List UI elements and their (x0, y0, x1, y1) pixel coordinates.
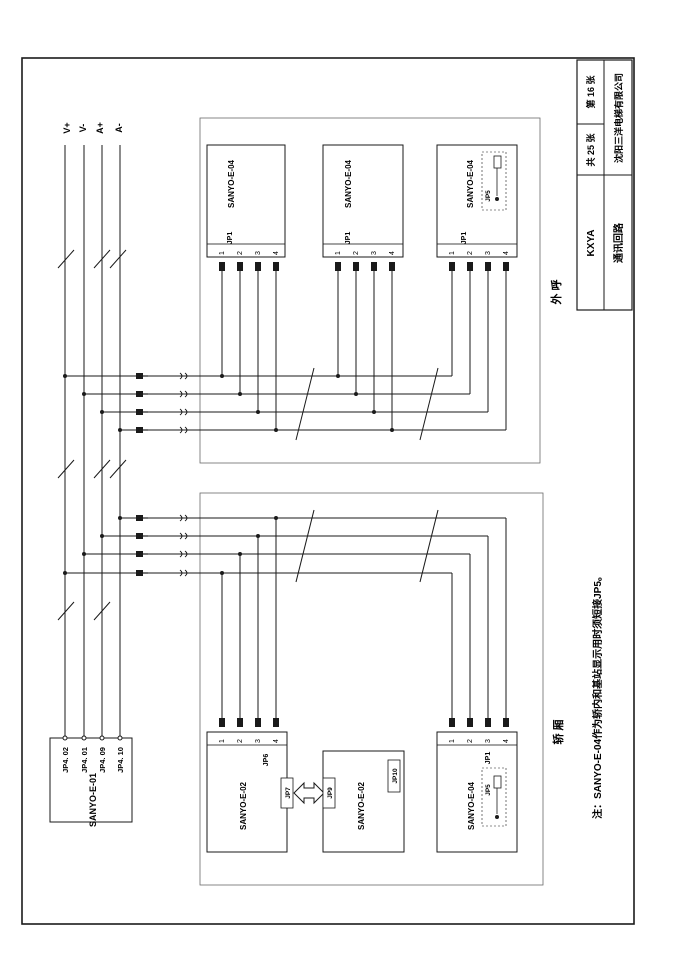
bus-lines (57, 145, 127, 738)
car-board-c-pin-3: 3 (485, 739, 492, 743)
title-code: KXYA (586, 230, 597, 257)
outside-board-1-pin-2: 2 (237, 251, 244, 255)
bus-labels: V+ V- A+ A- (62, 122, 124, 134)
outside-board-1-name: SANYO-E-04 (227, 159, 236, 208)
car-jacks (135, 514, 149, 577)
car-board-c-connector: JP1 (485, 752, 492, 765)
outside-board-2-pin-2: 2 (353, 251, 360, 255)
outside-board-2-name: SANYO-E-04 (344, 159, 353, 208)
bus-label-a-minus: A- (114, 123, 124, 133)
outside-pin-plugs (219, 262, 509, 271)
outside-board-3-name: SANYO-E-04 (466, 159, 475, 208)
outside-board-1-pin-1: 1 (219, 251, 226, 255)
car-board-a-pin-3: 3 (255, 739, 262, 743)
car-board-b-port-2: JP10 (392, 768, 399, 784)
drawing-border (21, 57, 635, 925)
outside-board-2-pin-1: 1 (335, 251, 342, 255)
bus-label-a-plus: A+ (95, 122, 105, 134)
port-label-jp4-01: JP4. 01 (80, 747, 89, 773)
car-board-a-link-port: JP7 (285, 787, 292, 799)
car-board-c-jumper-label: JP5 (485, 784, 492, 796)
outside-board-3-pin-2: 2 (467, 251, 474, 255)
outside-call-group: 外 呼 SANYO-E-04 JP1 1 2 3 4 SANYO-E-04 JP… (63, 117, 563, 464)
car-group: 轿 厢 SANYO-E-02 JP6 1 2 3 4 JP7 JP9 JP10 … (63, 492, 565, 886)
port-label-jp4-09: JP4. 09 (98, 747, 107, 773)
outside-board-3-connector: JP1 (461, 232, 468, 245)
car-board-a-connector: JP6 (263, 754, 270, 767)
outside-ferrites (179, 372, 188, 434)
title-sheet-number: 第 16 张 (585, 74, 596, 108)
outside-board-1-pin-3: 3 (255, 251, 262, 255)
outside-jacks (135, 372, 149, 434)
car-ferrites (179, 514, 188, 577)
outside-board-3-pin-1: 1 (449, 251, 456, 255)
outside-board-2-pin-3: 3 (371, 251, 378, 255)
port-label-jp4-10: JP4. 10 (116, 747, 125, 773)
title-company: 沈阳三洋电梯有限公司 (613, 73, 624, 163)
outside-board-1-pin-4: 4 (273, 251, 280, 255)
main-board: JP4. 02 JP4. 01 JP4. 09 JP4. 10 SANYO-E-… (49, 735, 133, 827)
car-pin-plugs (219, 718, 509, 727)
drawing-note: 注：SANYO-E-04作为轿内和基站显示用时须短接JP5。 (591, 571, 604, 819)
car-board-a-pin-1: 1 (219, 739, 226, 743)
outside-horizontal-runs (65, 367, 506, 441)
car-board-c-pin-2: 2 (467, 739, 474, 743)
car-board-b-name: SANYO-E-02 (357, 781, 366, 830)
car-board-c-jumper (481, 767, 507, 827)
outside-junctions (63, 374, 394, 432)
outside-board-3-jumper (481, 151, 507, 211)
title-block: KXYA 通讯回路 共 25 张 第 16 张 沈阳三洋电梯有限公司 (576, 59, 633, 311)
car-board-c-pin-1: 1 (449, 739, 456, 743)
outside-board-2-connector: JP1 (345, 232, 352, 245)
car-board-a-name: SANYO-E-02 (239, 781, 248, 830)
outside-board-3-jumper-label: JP5 (485, 190, 492, 202)
board-link-arrow (293, 781, 325, 805)
title-sheet-total: 共 25 张 (585, 132, 596, 166)
outside-board-1-connector: JP1 (227, 232, 234, 245)
car-pin-leads (221, 518, 507, 726)
car-board-a-pin-2: 2 (237, 739, 244, 743)
bus-label-v-minus: V- (78, 124, 88, 133)
title-drawing-name: 通讯回路 (612, 222, 625, 263)
car-horizontal-runs (65, 509, 506, 583)
car-board-c-pin-4: 4 (503, 739, 510, 743)
outside-board-3-pin-3: 3 (485, 251, 492, 255)
main-board-name: SANYO-E-01 (88, 773, 98, 827)
outside-board-3-pin-4: 4 (503, 251, 510, 255)
car-board-b-port-1: JP9 (327, 787, 334, 799)
car-group-label: 轿 厢 (551, 719, 565, 744)
outside-board-2-pin-4: 4 (389, 251, 396, 255)
bus-label-v-plus: V+ (62, 122, 72, 133)
outside-group-label: 外 呼 (549, 279, 563, 305)
car-board-a-pin-4: 4 (273, 739, 280, 743)
port-label-jp4-02: JP4. 02 (61, 747, 70, 773)
car-junctions (63, 516, 278, 575)
outside-pin-leads (221, 262, 507, 430)
car-board-c-name: SANYO-E-04 (467, 781, 476, 830)
